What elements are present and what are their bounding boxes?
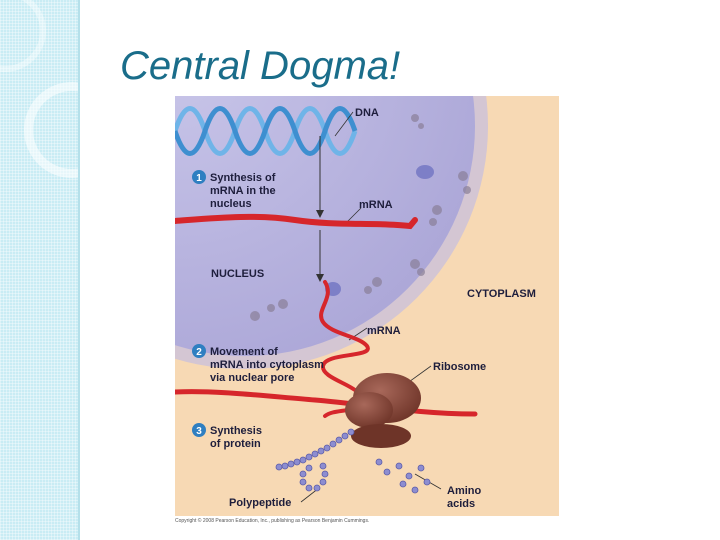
step-2-line-1: Movement of (210, 346, 278, 358)
component-labels: DNA mRNA NUCLEUS CYTOPLASM mRNA Ribosome… (211, 107, 536, 510)
step-1-line-3: nucleus (210, 198, 252, 210)
decorative-sidebar (0, 0, 120, 540)
decorative-ring-large (24, 82, 120, 178)
label-dna: DNA (355, 107, 379, 119)
step-2-text: Movement of mRNA into cytoplasm via nucl… (210, 346, 324, 384)
amino-acids (375, 458, 431, 494)
step-2-badge: 2 (192, 344, 206, 358)
step-3-line-2: of protein (210, 438, 261, 450)
step-1-badge: 1 (192, 170, 206, 184)
step-2-line-2: mRNA into cytoplasm (210, 359, 324, 371)
label-cytoplasm: CYTOPLASM (467, 288, 536, 300)
label-mrna-nucleus: mRNA (359, 199, 393, 211)
central-dogma-diagram: 1 2 3 Synthesis of mRNA in the nucleus M… (175, 96, 559, 516)
label-nucleus: NUCLEUS (211, 268, 264, 280)
label-ribosome: Ribosome (433, 361, 486, 373)
step-3-line-1: Synthesis (210, 425, 262, 437)
svg-text:2: 2 (196, 347, 202, 358)
nuclear-pore (416, 165, 434, 179)
svg-text:3: 3 (196, 426, 202, 437)
ribosome (345, 373, 421, 448)
polypeptide-chain (275, 428, 355, 492)
label-polypeptide: Polypeptide (229, 497, 291, 509)
svg-text:1: 1 (196, 173, 202, 184)
nuclear-granules (250, 114, 471, 321)
figure-copyright: Copyright © 2008 Pearson Education, Inc.… (175, 518, 370, 524)
label-mrna-cytoplasm: mRNA (367, 325, 401, 337)
step-3-text: Synthesis of protein (210, 425, 262, 450)
label-amino-acids-1: Amino (447, 485, 482, 497)
nucleus (175, 96, 488, 369)
step-1-line-2: mRNA in the (210, 185, 276, 197)
step-2-line-3: via nuclear pore (210, 372, 294, 384)
step-1-text: Synthesis of mRNA in the nucleus (210, 172, 276, 210)
label-amino-acids-2: acids (447, 498, 475, 510)
dna-helix (175, 106, 358, 156)
decorative-ring-small (0, 0, 46, 72)
step-3-badge: 3 (192, 423, 206, 437)
central-dogma-figure: 1 2 3 Synthesis of mRNA in the nucleus M… (175, 96, 559, 516)
slide-title: Central Dogma! (120, 44, 401, 88)
sidebar-edge (78, 0, 80, 540)
step-1-line-1: Synthesis of (210, 172, 276, 184)
